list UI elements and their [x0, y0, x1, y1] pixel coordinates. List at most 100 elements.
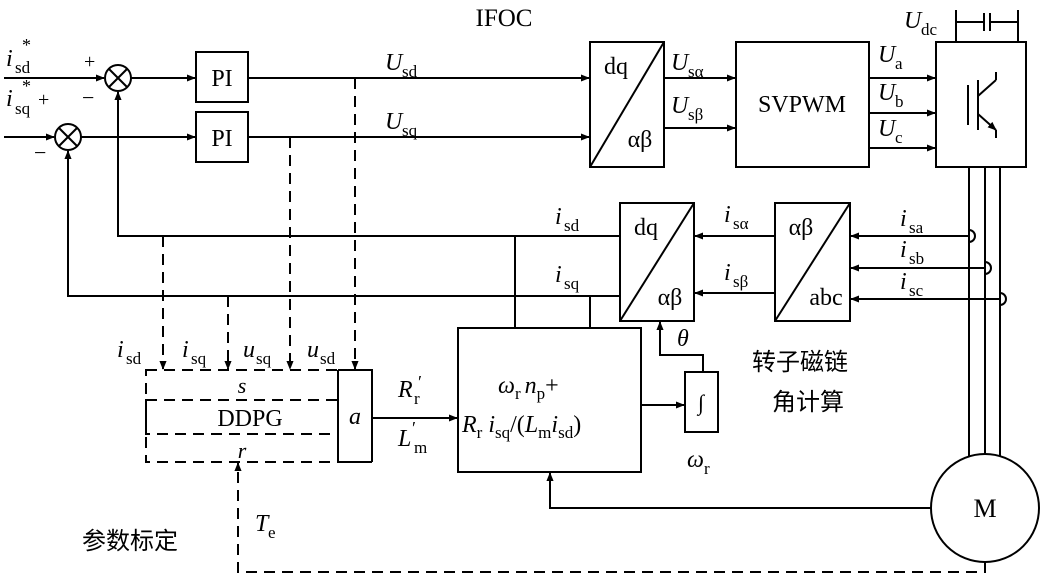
isbeta-label: i sβ: [724, 260, 748, 291]
svg-text:a: a: [349, 404, 361, 430]
svg-text:dq: dq: [604, 54, 628, 80]
tap-a: [968, 229, 976, 243]
uc-label: U c: [878, 116, 903, 147]
te-label: T e: [255, 511, 276, 542]
svg-text:PI: PI: [211, 126, 232, 152]
svg-text:sα: sα: [733, 214, 749, 233]
usbeta-label: U sβ: [671, 93, 703, 124]
sum1-minus: −: [82, 85, 94, 110]
theta-line: [656, 321, 704, 372]
svg-text:*: *: [22, 76, 31, 96]
svg-text:sd: sd: [15, 58, 31, 77]
svg-text:m: m: [414, 438, 427, 457]
svg-text:sq: sq: [256, 349, 272, 368]
omega-r-label: ω r: [687, 447, 710, 478]
clarke-block: αβ abc: [774, 202, 851, 322]
svg-text:sq: sq: [402, 121, 418, 140]
svg-text:sd: sd: [564, 216, 580, 235]
speed-feedback-line: [546, 472, 931, 509]
svg-text:i: i: [182, 337, 189, 363]
svg-text:U: U: [385, 50, 404, 76]
svg-text:SVPWM: SVPWM: [758, 92, 846, 118]
svg-text:sq: sq: [564, 274, 580, 293]
isd-ref-label: i sd *: [6, 35, 31, 77]
sum-junction-q: [54, 123, 82, 151]
rotor-flux-angle-label-2: 角计算: [772, 388, 844, 416]
svg-text:b: b: [895, 92, 904, 111]
svg-text:αβ: αβ: [628, 127, 653, 153]
svg-text:T: T: [255, 511, 270, 537]
sum2-plus: +: [38, 89, 49, 111]
ddpg-block: s DDPG r a: [145, 369, 373, 463]
ua-label: U a: [878, 42, 903, 73]
sum-junction-d: [104, 64, 132, 92]
inverter-block: [935, 41, 1027, 168]
sum2-minus: −: [34, 140, 46, 165]
svg-text:c: c: [895, 128, 903, 147]
inverse-park-block: dq αβ: [589, 41, 665, 168]
ddpg-input-usq-label: u sq: [243, 337, 272, 368]
svg-text:U: U: [671, 50, 690, 76]
svg-text:dq: dq: [634, 215, 658, 241]
svg-text:*: *: [22, 35, 31, 55]
svg-text:′: ′: [412, 418, 416, 438]
svg-text:sa: sa: [909, 218, 924, 237]
isd-feedback-line: [114, 91, 620, 237]
svg-text:αβ: αβ: [789, 215, 814, 241]
svg-text:u: u: [243, 337, 255, 363]
svg-text:i: i: [555, 262, 562, 288]
usd-label: U sd: [385, 50, 418, 81]
svpwm-block: SVPWM: [735, 41, 870, 168]
svg-text:i: i: [6, 86, 13, 112]
svg-text:i: i: [900, 206, 907, 232]
svg-text:sd: sd: [126, 349, 142, 368]
svg-text:i: i: [900, 237, 907, 263]
isq-ref-label: i sq *: [6, 76, 31, 118]
theta-label: θ: [677, 326, 689, 352]
motor: M: [930, 453, 1040, 563]
svg-text:′: ′: [418, 372, 422, 392]
svg-text:i: i: [6, 46, 13, 72]
svg-text:r: r: [704, 459, 710, 478]
svg-text:ω: ω: [687, 447, 704, 473]
isa-label: i sa: [900, 206, 924, 237]
dc-link: [955, 10, 1019, 42]
svg-text:i: i: [117, 337, 124, 363]
svg-text:PI: PI: [211, 66, 232, 92]
diagram-title: IFOC: [476, 5, 533, 32]
svg-text:sβ: sβ: [688, 105, 703, 124]
isq-feedback-line: [64, 150, 620, 297]
isd-feedback-label: i sd: [555, 204, 580, 235]
sum1-plus: +: [84, 51, 95, 73]
svg-text:sd: sd: [402, 62, 418, 81]
svg-text:u: u: [307, 337, 319, 363]
svg-text:e: e: [268, 523, 276, 542]
svg-text:sq: sq: [15, 99, 31, 118]
ddpg-input-usd-label: u sd: [307, 337, 336, 368]
svg-text:U: U: [878, 80, 897, 106]
svg-text:sc: sc: [909, 281, 924, 300]
param-calibration-label: 参数标定: [82, 527, 178, 555]
lm-estimate-label: L m ′: [397, 418, 427, 457]
svg-text:a: a: [895, 54, 903, 73]
svg-text:abc: abc: [809, 285, 842, 311]
ub-label: U b: [878, 80, 904, 111]
svg-text:i: i: [724, 202, 731, 228]
isalpha-label: i sα: [724, 202, 749, 233]
integrator-block: ∫: [684, 371, 719, 433]
svg-text:R: R: [397, 377, 413, 403]
svg-text:i: i: [900, 269, 907, 295]
svg-text:αβ: αβ: [658, 285, 683, 311]
svg-text:U: U: [671, 93, 690, 119]
svg-text:i: i: [724, 260, 731, 286]
svg-text:U: U: [385, 109, 404, 135]
svg-text:L: L: [397, 426, 411, 452]
svg-text:dc: dc: [921, 20, 938, 39]
svg-text:s: s: [238, 373, 247, 398]
svg-text:sβ: sβ: [733, 272, 748, 291]
pi-q-block: PI: [195, 111, 249, 163]
